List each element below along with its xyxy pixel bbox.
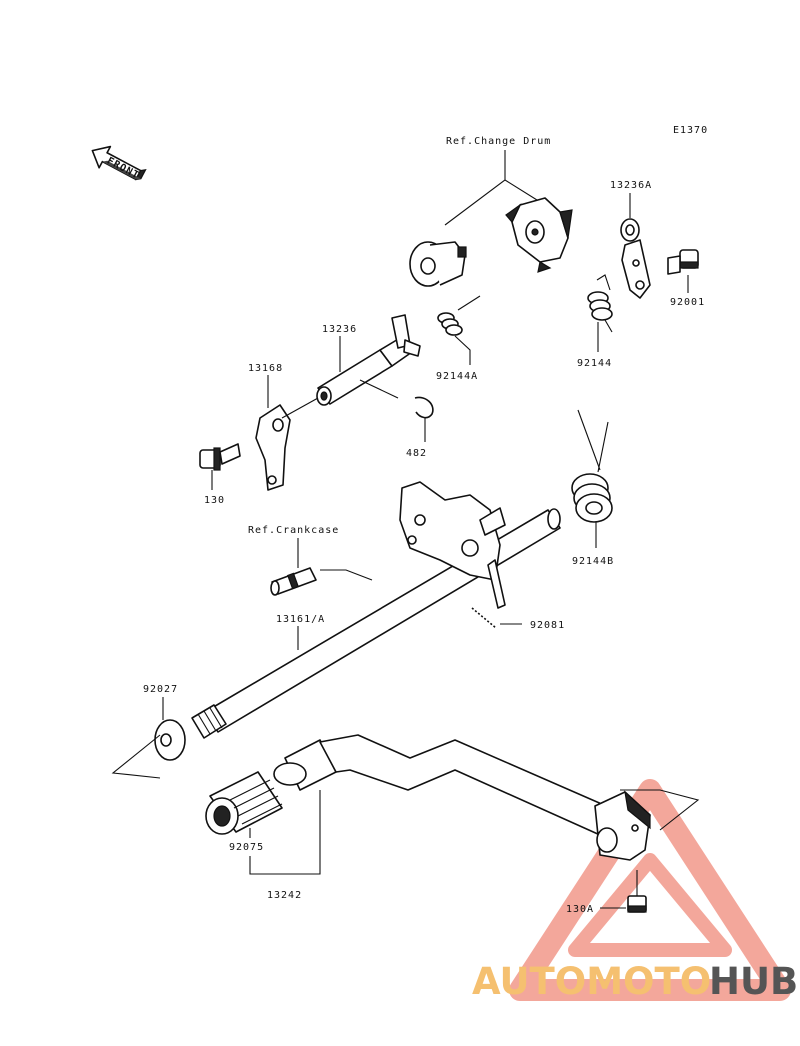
label-92027: 92027 <box>143 684 178 695</box>
label-13236A: 13236A <box>610 180 652 191</box>
part-13236A: 13236A <box>610 180 652 299</box>
ref-crankcase-label: Ref.Crankcase <box>248 525 339 536</box>
ref-crankcase-callout: Ref.Crankcase <box>248 525 373 596</box>
change-drum-pin-plate-part <box>505 197 573 273</box>
part-130-bolt: 130 <box>199 443 241 506</box>
change-drum-cam-part <box>409 241 467 287</box>
part-130A-bolt: 130A <box>566 870 647 915</box>
label-92144: 92144 <box>577 358 612 369</box>
part-92075-rubber: 92075 <box>205 771 321 875</box>
part-92001-bolt: 92001 <box>667 249 705 308</box>
ref-change-drum-label: Ref.Change Drum <box>446 136 551 147</box>
part-92081-spring: 92081 <box>471 607 565 631</box>
label-13242: 13242 <box>267 890 302 901</box>
label-92144B: 92144B <box>572 556 614 567</box>
label-13168: 13168 <box>248 363 283 374</box>
label-92144A: 92144A <box>436 371 478 382</box>
watermark-text: AUTOMOTO HUB <box>472 960 798 1003</box>
part-482-circlip: 482 <box>406 396 434 459</box>
label-92001: 92001 <box>670 297 705 308</box>
watermark-logo <box>509 779 791 1001</box>
part-92144A-spring: 92144A <box>436 295 481 382</box>
watermark-text-hub: HUB <box>709 960 798 1003</box>
label-130A: 130A <box>566 904 594 915</box>
part-92144B-spring: 92144B <box>571 409 614 567</box>
diagram-code: E1370 <box>673 125 708 136</box>
watermark-text-automoto: AUTOMOTO <box>472 960 711 1003</box>
part-13236-shift-arm: 13236 <box>316 314 421 406</box>
label-13236: 13236 <box>322 324 357 335</box>
label-92081: 92081 <box>530 620 565 631</box>
label-92075: 92075 <box>229 842 264 853</box>
label-130: 130 <box>204 495 225 506</box>
watermark-outer-triangle <box>509 779 791 1001</box>
part-92027-washer: 92027 <box>111 684 186 779</box>
front-arrow-icon: FRONT <box>91 145 147 182</box>
part-13168-plate: 13168 <box>248 363 319 491</box>
label-13161A: 13161/A <box>276 614 325 625</box>
watermark-inner-triangle <box>568 853 732 957</box>
front-label: FRONT <box>105 156 141 182</box>
part-13242-shift-lever <box>273 734 700 861</box>
part-13161A-shift-shaft: 13161/A <box>191 481 561 739</box>
part-92144-spring: 92144 <box>577 274 613 369</box>
label-482: 482 <box>406 448 427 459</box>
